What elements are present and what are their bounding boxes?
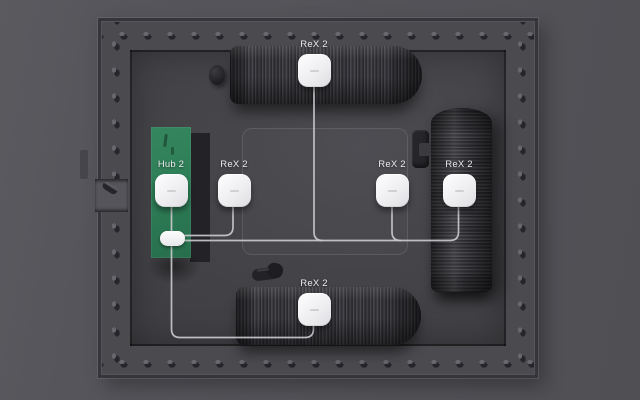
wall-bottom-studs <box>102 348 534 374</box>
column-bracket-notch <box>419 143 431 156</box>
device-label: ReX 2 <box>378 159 406 170</box>
hub-connector-pill <box>160 231 185 246</box>
wire-hub-to-rex-bottom <box>170 245 315 339</box>
rex2-device <box>297 54 331 87</box>
hub-board-slot <box>171 147 174 155</box>
node-rex-top: ReX 2 <box>284 39 344 87</box>
hub-board-side <box>190 133 210 262</box>
wire-rex-top-branch <box>313 85 324 242</box>
ajax-logo-mark <box>309 69 319 72</box>
ajax-logo-mark <box>309 308 319 311</box>
rex2-device <box>217 174 251 207</box>
wire-trunk-to-rex-column <box>184 204 460 242</box>
node-rex-column: ReX 2 <box>429 159 489 207</box>
rex2-device <box>297 293 331 326</box>
wall-right-studs <box>508 22 534 374</box>
ajax-logo-mark <box>454 189 464 192</box>
device-label: Hub 2 <box>157 159 185 170</box>
device-label: ReX 2 <box>300 278 328 289</box>
wire-hub-to-rex-inner-left <box>184 204 234 237</box>
device-label: ReX 2 <box>300 39 328 50</box>
node-rex-bottom: ReX 2 <box>284 278 344 326</box>
ribbed-duct-top <box>230 46 422 104</box>
ajax-logo-mark <box>166 189 176 192</box>
ajax-logo-mark <box>387 189 397 192</box>
rex2-device <box>442 174 476 207</box>
node-hub: Hub 2 <box>141 159 201 207</box>
hub2-device <box>154 174 188 207</box>
node-rex-inner-right: ReX 2 <box>362 159 422 207</box>
column-bracket <box>412 130 431 168</box>
device-label: ReX 2 <box>220 159 248 170</box>
node-rex-inner-left: ReX 2 <box>204 159 264 207</box>
duct-valve-knob <box>209 65 225 85</box>
rex2-device <box>375 174 409 207</box>
wire-rex-inner-right-branch <box>391 204 402 242</box>
door-leaf <box>80 150 88 179</box>
device-label: ReX 2 <box>445 159 473 170</box>
ajax-logo-mark <box>229 189 239 192</box>
wall-top-studs <box>102 22 534 48</box>
